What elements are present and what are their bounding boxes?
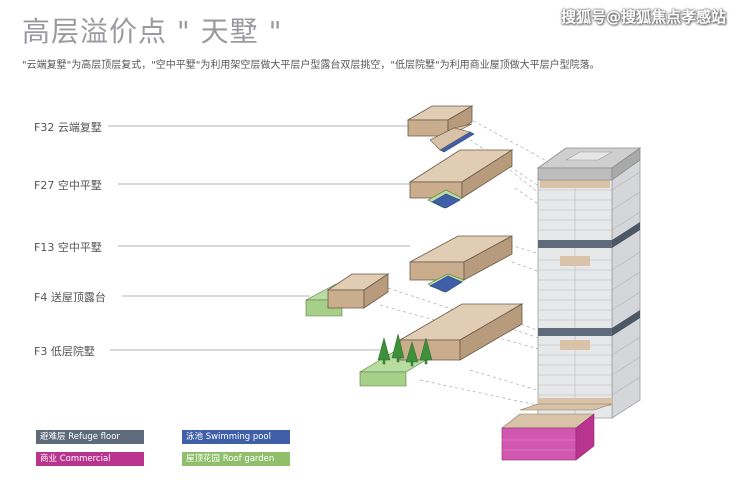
refuge-band: [538, 328, 612, 336]
tree-icons: [377, 333, 433, 367]
commercial-podium: [501, 427, 577, 461]
tree-icon: [377, 337, 391, 361]
floor-label-f27: F27 空中平墅: [34, 179, 102, 192]
legend-commercial: 商业 Commercial: [36, 452, 144, 466]
villa-f13: [409, 235, 513, 293]
villa-f32: [406, 105, 475, 153]
legend-refuge-floor: 避难层 Refuge floor: [36, 430, 144, 444]
floor-label-f13: F13 空中平墅: [34, 241, 102, 254]
watermark: 搜狐号@搜狐焦点孝感站: [560, 8, 726, 26]
page-title: 高层溢价点 " 天墅 ": [22, 15, 283, 48]
floor-label-f4: F4 送屋顶露台: [34, 291, 106, 304]
pool-f13: [429, 275, 463, 293]
villa-f27: [408, 149, 514, 209]
leader-lines: [108, 125, 410, 351]
page-subtitle: "云端复墅"为高层顶层复式，"空中平墅"为利用架空层做大平层户型露台双层挑空，"…: [22, 60, 600, 71]
floor-label-f3: F3 低层院墅: [34, 345, 95, 358]
legend-roof-garden: 屋顶花园 Roof garden: [182, 452, 290, 466]
refuge-band: [538, 240, 612, 248]
pool-f27: [431, 193, 461, 209]
floor-label-f32: F32 云端复墅: [34, 121, 102, 134]
tower: [501, 147, 642, 461]
villa-f4: [305, 273, 390, 317]
villa-f3: [358, 303, 524, 387]
legend-swimming-pool: 泳池 Swimming pool: [182, 430, 290, 444]
